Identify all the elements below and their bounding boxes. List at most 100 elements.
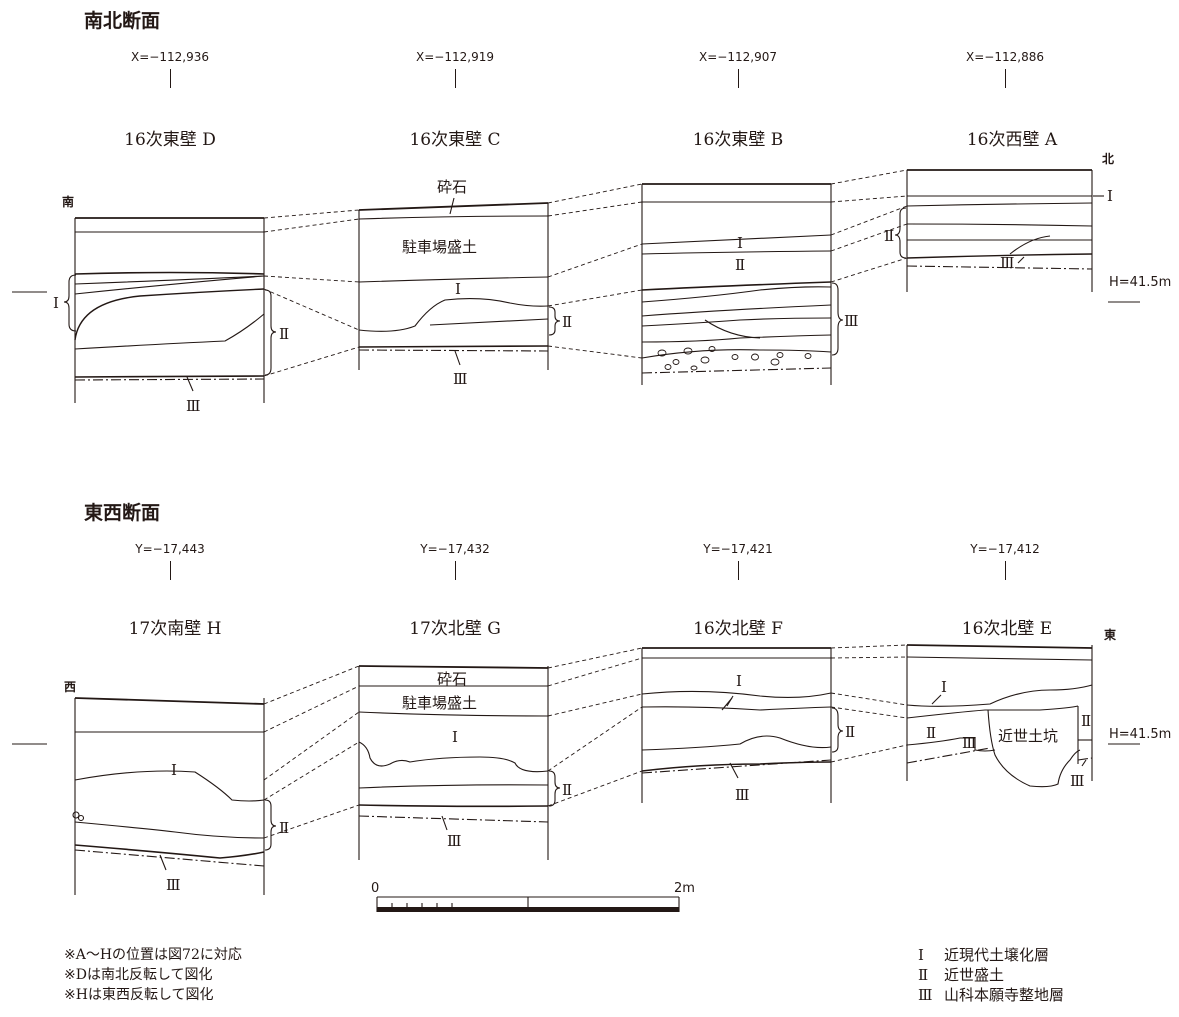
legend-label: 近世盛土	[944, 966, 1005, 984]
section-title: 16次東壁 B	[692, 130, 784, 150]
direction-north: 北	[1102, 151, 1114, 166]
coord-tick	[1005, 561, 1006, 580]
layer-label-iii: Ⅲ	[1000, 254, 1014, 272]
heading-ew: 東西断面	[84, 502, 161, 524]
layer-label-iii: Ⅲ	[735, 786, 749, 804]
leader-line	[931, 694, 942, 705]
coord-label: Y=−17,432	[420, 542, 490, 556]
direction-south: 南	[62, 194, 74, 209]
coord-tick	[738, 69, 739, 88]
coord-label: X=−112,936	[131, 50, 209, 64]
coord-label: Y=−17,443	[135, 542, 205, 556]
layer-label-i: Ⅰ	[941, 678, 947, 696]
section-panel-e	[906, 644, 1093, 788]
coord-tick	[170, 561, 171, 580]
layer-label-i: Ⅰ	[455, 280, 461, 298]
leader-line	[1017, 256, 1025, 264]
section-panel-h	[72, 697, 265, 895]
layer-label-ii: Ⅱ	[279, 819, 289, 837]
leader-line	[729, 762, 739, 779]
leader-line	[454, 350, 461, 366]
layer-label-iii: Ⅲ	[844, 312, 858, 330]
layer-label-pit: 近世土坑	[998, 727, 1058, 745]
coord-tick	[738, 561, 739, 580]
layer-label-i: Ⅰ	[737, 234, 743, 252]
layer-label-ii: Ⅱ	[1081, 712, 1091, 730]
leader-line	[449, 197, 455, 215]
legend-key: Ⅲ	[918, 986, 933, 1004]
layer-label-gravel: 砕石	[437, 670, 467, 688]
legend: Ⅰ 近現代土壌化層 Ⅱ 近世盛土 Ⅲ 山科本願寺整地層	[918, 945, 1064, 1005]
layer-label-iii: Ⅲ	[447, 832, 461, 850]
section-title: 16次北壁 E	[961, 619, 1053, 639]
legend-key: Ⅱ	[918, 966, 929, 984]
brace	[63, 274, 77, 332]
layer-label-iii: Ⅲ	[453, 370, 467, 388]
layer-label-ii: Ⅱ	[845, 723, 855, 741]
legend-item: Ⅰ 近現代土壌化層	[918, 945, 1064, 965]
leader-line	[726, 695, 734, 707]
layer-label-parking-fill: 駐車場盛土	[402, 238, 477, 256]
coord-label: X=−112,919	[416, 50, 494, 64]
elevation-label: H=41.5m	[1109, 727, 1171, 742]
note-line: ※Dは南北反転して図化	[64, 967, 213, 983]
layer-label-ii: Ⅱ	[884, 227, 894, 245]
section-panel-a	[906, 169, 1093, 292]
coord-tick	[455, 561, 456, 580]
brace	[831, 707, 844, 753]
legend-item: Ⅲ 山科本願寺整地層	[918, 985, 1064, 1005]
heading-ns: 南北断面	[84, 10, 161, 32]
leader-line	[1081, 759, 1087, 767]
brace	[548, 770, 561, 807]
layer-label-i: Ⅰ	[171, 761, 177, 779]
coord-label: Y=−17,412	[970, 542, 1040, 556]
note-line: ※A〜Hの位置は図72に対応	[64, 947, 242, 963]
gravel-inclusions	[657, 346, 812, 371]
section-title: 16次東壁 D	[124, 130, 216, 150]
layer-label-iii: Ⅲ	[166, 876, 180, 894]
coord-tick	[1005, 69, 1006, 88]
layer-label-i: Ⅰ	[452, 728, 458, 746]
scale-bar	[376, 896, 680, 912]
scale-start-label: 0	[371, 881, 379, 896]
legend-item: Ⅱ 近世盛土	[918, 965, 1064, 985]
layer-label-i: Ⅰ	[1107, 187, 1113, 205]
brace	[264, 289, 277, 376]
scale-end-label: 2m	[674, 881, 695, 896]
layer-label-iii: Ⅲ	[186, 397, 200, 415]
note-line: ※Hは東西反転して図化	[64, 987, 214, 1003]
layer-label-ii: Ⅱ	[279, 325, 289, 343]
section-panel-b	[641, 183, 832, 385]
layer-label-gravel: 砕石	[437, 178, 467, 196]
leader-line	[441, 815, 448, 831]
section-title: 16次東壁 C	[409, 130, 501, 150]
elevation-label: H=41.5m	[1109, 275, 1171, 290]
direction-east: 東	[1104, 627, 1116, 642]
legend-key: Ⅰ	[918, 946, 924, 964]
layer-label-ii: Ⅱ	[735, 256, 745, 274]
brace	[548, 306, 561, 336]
coord-tick	[455, 69, 456, 88]
section-title: 16次北壁 F	[693, 619, 783, 639]
section-panel-g	[358, 665, 549, 860]
section-panel-c	[358, 202, 549, 370]
layer-label-ii: Ⅱ	[926, 724, 936, 742]
notes: ※A〜Hの位置は図72に対応 ※Dは南北反転して図化 ※Hは東西反転して図化	[64, 945, 242, 1005]
layer-label-i: Ⅰ	[736, 672, 742, 690]
layer-label-ii: Ⅱ	[562, 313, 572, 331]
leader-line	[159, 854, 167, 871]
coord-label: Y=−17,421	[703, 542, 773, 556]
brace	[894, 207, 907, 259]
legend-label: 山科本願寺整地層	[944, 986, 1065, 1004]
coord-tick	[170, 69, 171, 88]
brace	[264, 799, 277, 851]
coord-label: X=−112,907	[699, 50, 777, 64]
direction-west: 西	[64, 680, 76, 694]
layer-label-ii: Ⅱ	[562, 781, 572, 799]
legend-label: 近現代土壌化層	[944, 946, 1050, 964]
correlation-lines-ns	[263, 169, 908, 377]
layer-label-iii: Ⅲ	[962, 734, 976, 752]
layer-label-i: Ⅰ	[53, 294, 59, 312]
section-panel-d	[74, 217, 265, 403]
